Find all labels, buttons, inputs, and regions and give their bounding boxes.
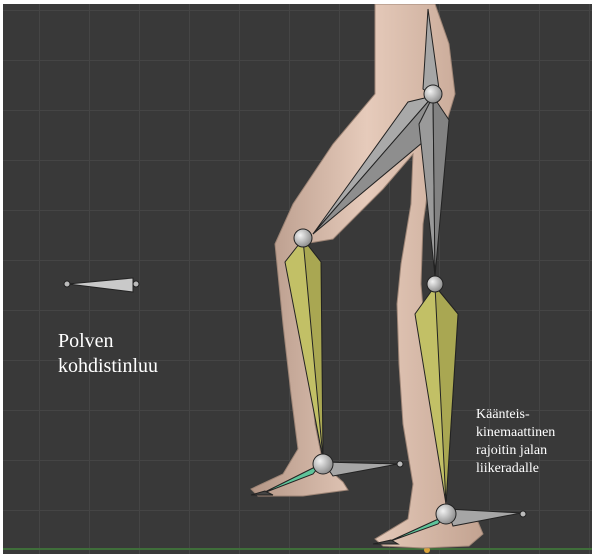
ik-constraint-label: Käänteis- kinemaattinen rajoitin jalan l…: [476, 406, 555, 478]
joint-hip: [424, 85, 442, 103]
bone-thigh-right-face: [433, 96, 449, 276]
knee-pole-label: Polven kohdistinluu: [58, 329, 158, 379]
ik-target-tip-left: [397, 461, 403, 467]
joint-ankle-right: [436, 504, 456, 524]
ik-target-bone-left: [323, 462, 398, 476]
joint-knee-left: [294, 229, 312, 247]
joint-knee-right: [427, 276, 443, 292]
ik-target-tip-right: [520, 511, 526, 517]
joint-ankle-left: [313, 454, 333, 474]
knee-pole-bone: [68, 278, 133, 292]
3d-viewport[interactable]: Polven kohdistinluu Käänteis- kinemaatti…: [3, 4, 592, 554]
knee-pole-tail: [133, 281, 139, 287]
knee-pole-head: [64, 281, 70, 287]
ik-target-bone-right: [447, 509, 521, 526]
